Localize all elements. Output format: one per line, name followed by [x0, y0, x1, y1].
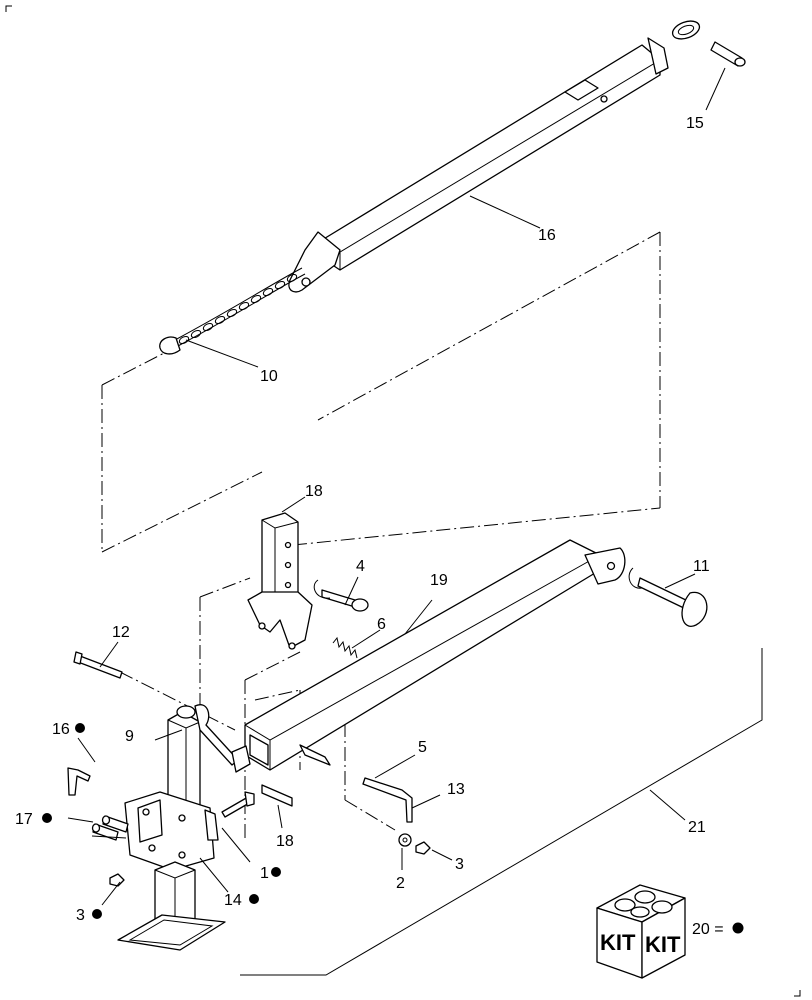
pin-9	[628, 567, 708, 627]
callout-4: 4	[356, 558, 365, 575]
callout-2: 2	[396, 875, 405, 892]
crop-mark-bottom-right	[794, 990, 801, 997]
callout-21: 21	[688, 819, 706, 836]
callout-16: 16	[538, 227, 556, 244]
callout-7: 9	[125, 728, 134, 745]
pins-14	[91, 815, 129, 841]
callout-6: 6	[377, 616, 386, 633]
callout-14: 17	[15, 811, 33, 828]
bolt-1	[221, 791, 255, 818]
kit-dot-3	[92, 909, 102, 919]
callout-11: 13	[447, 781, 465, 798]
callout-10: 12	[112, 624, 130, 641]
tongue-tube-16	[288, 20, 701, 293]
kit-dot-14	[42, 813, 52, 823]
callout-18: 18	[305, 483, 323, 500]
kit-legend-text: 20 =	[692, 921, 724, 938]
kit-legend-dot	[732, 922, 744, 934]
kit-dot-1	[271, 867, 281, 877]
callout-labels: 15 16 10 18 4 6 19 11 12 9 16 17 1 14 3 …	[15, 115, 710, 924]
pin-4	[313, 579, 369, 612]
pin-13	[67, 767, 91, 796]
callout-8: 10	[260, 368, 278, 385]
nut-3-left	[109, 873, 125, 887]
callout-3-right: 3	[455, 856, 464, 873]
callout-12: 14	[224, 892, 242, 909]
nut-3-right	[415, 841, 431, 855]
callout-19: 19	[430, 572, 448, 589]
kit-dot-12	[249, 894, 259, 904]
chain-8	[159, 267, 306, 355]
kit-label-right: KIT	[645, 932, 681, 957]
callout-13: 16	[52, 721, 70, 738]
leader-lines	[67, 67, 726, 906]
kit-box-icon: KIT KIT	[596, 884, 686, 979]
bolt-10	[73, 651, 123, 679]
crop-mark-top-left	[5, 5, 12, 12]
pin-15	[710, 41, 746, 67]
callout-15: 15	[686, 115, 704, 132]
callout-17: 18	[276, 833, 294, 850]
callout-5: 5	[418, 739, 427, 756]
jack-7	[117, 704, 251, 951]
pin-11	[362, 777, 413, 823]
bracket-21	[240, 648, 763, 976]
kit-dot-13	[75, 723, 85, 733]
kit-label-left: KIT	[600, 930, 636, 955]
kit-legend: 20 =	[692, 921, 744, 938]
latch-17	[261, 744, 331, 807]
callout-9: 11	[693, 558, 710, 575]
spring-6	[332, 636, 358, 659]
washer-2	[398, 833, 412, 847]
callout-1: 1	[260, 865, 269, 882]
mount-tube-18	[247, 512, 313, 650]
callout-3-left: 3	[76, 907, 85, 924]
